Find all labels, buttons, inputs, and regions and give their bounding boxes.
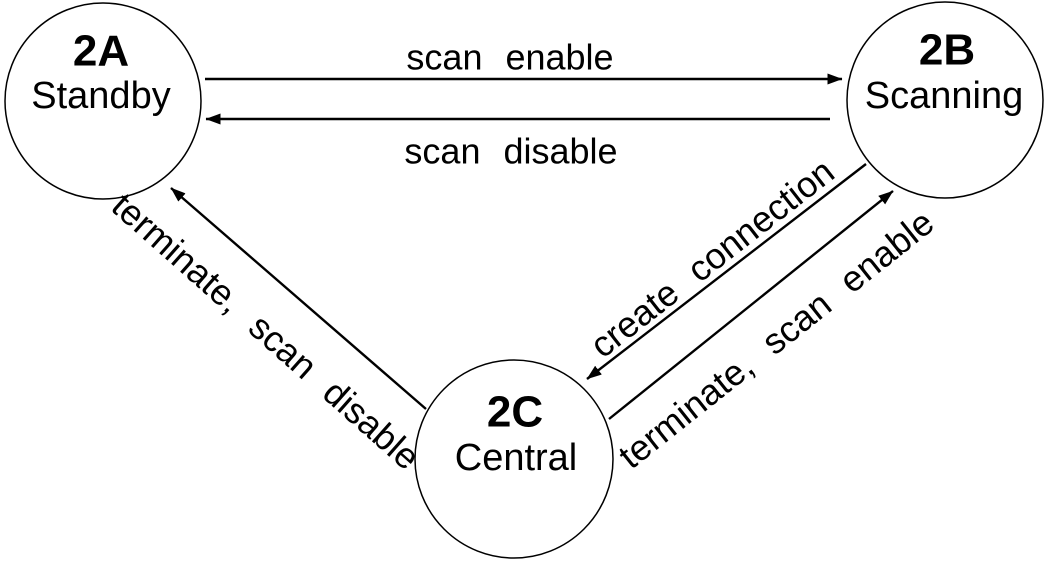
state-circle-standby [4,2,202,200]
arrow-create-connection [586,163,867,380]
state-name-central: Central [455,437,578,479]
state-id-standby: 2A [73,27,129,76]
label-terminate-scan-enable: terminate, scan enable [611,201,942,476]
label-scan-disable: scan disable [404,131,617,172]
state-circle-central [414,359,614,559]
state-circle-scanning [846,1,1044,199]
state-id-scanning: 2B [919,26,975,75]
arrow-terminate-scan-disable [170,187,427,410]
label-terminate-scan-disable: terminate, scan disable [104,184,428,477]
state-name-standby: Standby [31,75,170,117]
state-name-scanning: Scanning [865,75,1023,117]
arrow-terminate-scan-enable [608,190,894,420]
label-scan-enable: scan enable [406,37,613,78]
state-id-central: 2C [487,388,543,437]
